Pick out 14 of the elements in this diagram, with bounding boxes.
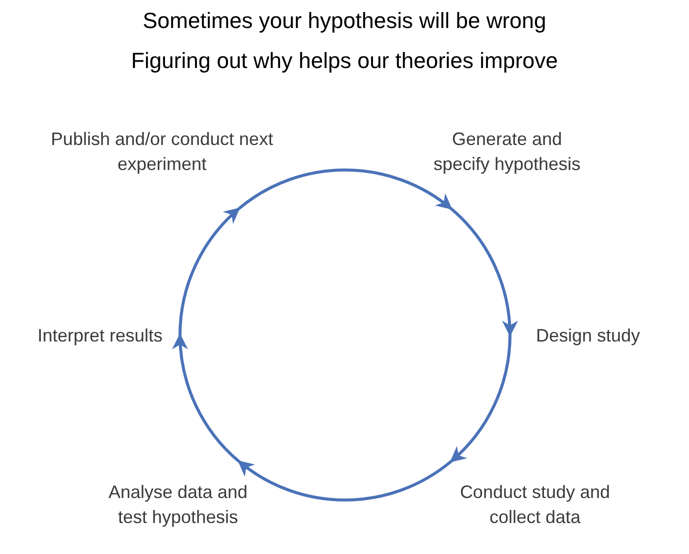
step-label: Analyse data and test hypothesis — [93, 480, 263, 530]
subtitle: Figuring out why helps our theories improve — [131, 48, 558, 74]
step-label: Conduct study and collect data — [442, 480, 628, 530]
step-label: Publish and/or conduct next experiment — [50, 126, 274, 178]
step-label: Interpret results — [15, 323, 185, 349]
arrow — [178, 208, 240, 336]
arrow — [172, 333, 240, 462]
arrow — [450, 208, 518, 337]
step-label: Generate and specify hypothesis — [428, 126, 586, 178]
arrow — [450, 334, 512, 462]
step-label: Design study — [513, 323, 663, 349]
title: Sometimes your hypothesis will be wrong — [142, 8, 546, 34]
arrow — [238, 460, 452, 502]
arrow — [238, 168, 452, 210]
